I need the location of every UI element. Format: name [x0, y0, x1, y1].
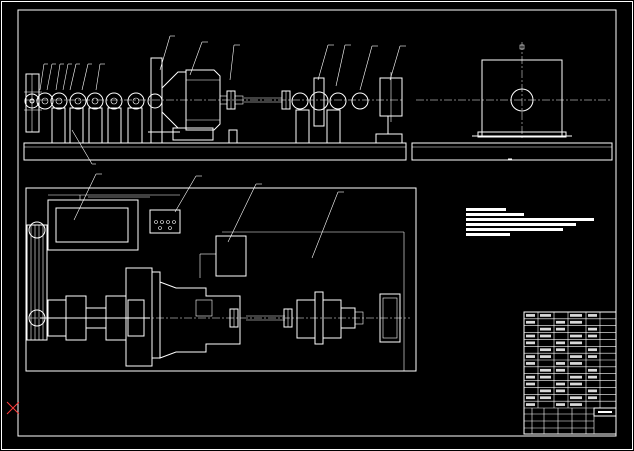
switch-box [149, 209, 181, 234]
coupling-right [281, 77, 369, 127]
bulkhead-plate [148, 57, 180, 144]
bearing-pedestals [51, 107, 341, 144]
title-block-fills [526, 314, 597, 406]
plan-bearings [40, 295, 150, 341]
drawing-number-cell [593, 407, 617, 417]
plan-view [25, 173, 417, 372]
title-block[interactable] [523, 311, 617, 435]
drive-unit-box [199, 235, 247, 278]
inner-frame [17, 9, 617, 437]
coupling-left [219, 90, 244, 144]
side-section-view [411, 42, 613, 161]
control-cabinet [47, 194, 180, 251]
part-leaders-top [39, 35, 406, 165]
plan-couplings [229, 291, 401, 345]
ucs-cross-marker [6, 401, 20, 415]
gear-stack [36, 92, 163, 110]
plan-frame [25, 187, 417, 372]
brake-disc-end [375, 72, 403, 144]
drive-pulley [24, 73, 42, 133]
technical-notes [466, 208, 594, 236]
plan-motor [125, 267, 241, 367]
front-elevation-view [23, 35, 407, 165]
side-base [411, 142, 613, 161]
motor-housing [161, 69, 221, 141]
part-leaders-plan [73, 173, 344, 259]
base-plate [23, 142, 407, 161]
belt-drive [26, 221, 48, 341]
